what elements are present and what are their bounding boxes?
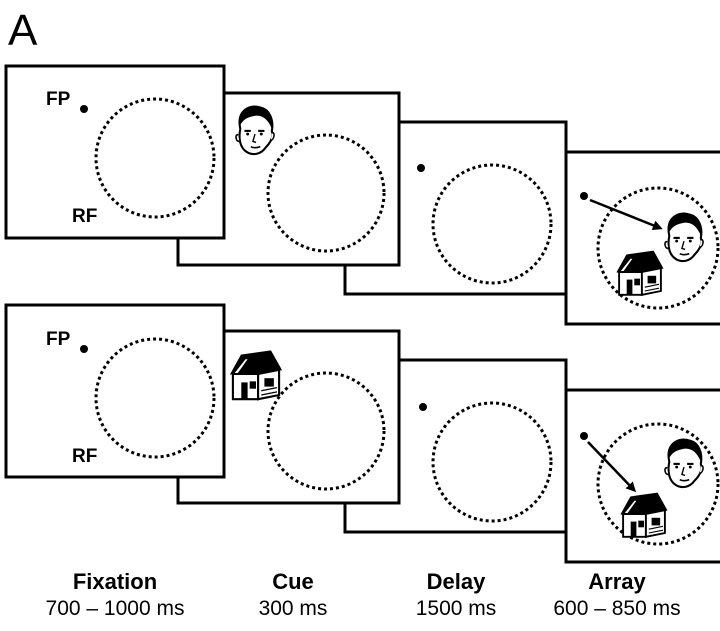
phase-name: Array: [588, 569, 646, 594]
fixation-point-icon: [580, 432, 588, 440]
receptive-field-icon: [596, 422, 720, 546]
phase-array: Array 600 – 850 ms: [522, 568, 712, 622]
phase-name: Fixation: [72, 569, 158, 594]
array-frame-1: [564, 150, 720, 326]
receptive-field-icon: [596, 186, 720, 310]
rf-label: RF: [72, 206, 97, 227]
phase-fixation: Fixation 700 – 1000 ms: [20, 568, 210, 622]
phase-name: Cue: [272, 569, 314, 594]
phase-cue: Cue 300 ms: [198, 568, 388, 622]
phase-duration: 700 – 1000 ms: [45, 597, 185, 620]
fixation-point-icon: [580, 192, 588, 200]
saccade-arrow-icon: [587, 441, 637, 493]
phase-delay: Delay 1500 ms: [361, 568, 551, 622]
panel-letter: A: [8, 6, 38, 55]
phase-duration: 600 – 850 ms: [553, 597, 681, 620]
fp-label: FP: [46, 89, 71, 110]
rf-label: RF: [72, 446, 97, 467]
phase-name: Delay: [426, 569, 486, 594]
fixation-frame-2: FP RF: [4, 303, 226, 479]
fp-label: FP: [46, 329, 71, 350]
fixation-frame-1: FP RF: [4, 64, 226, 240]
trial-2-row: FP RF: [4, 303, 720, 564]
phase-duration: 300 ms: [258, 597, 328, 620]
saccade-arrow-icon: [589, 198, 663, 231]
array-frame-2: [564, 388, 720, 564]
trial-1-row: FP RF: [4, 64, 720, 326]
phase-duration: 1500 ms: [415, 597, 497, 620]
